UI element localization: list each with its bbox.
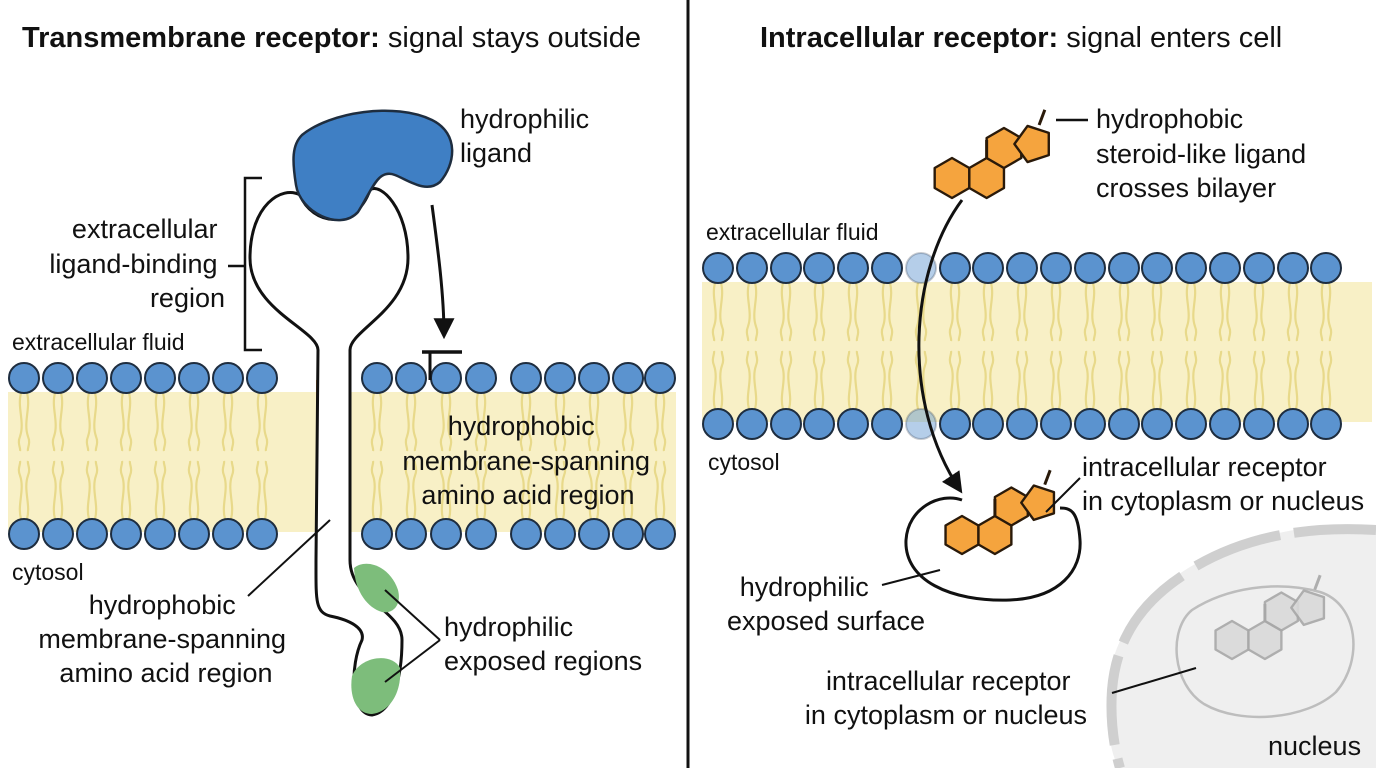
blocked-arrow — [430, 204, 455, 340]
nuclear-receptor-label: intracellular receptor in cytoplasm or n… — [805, 666, 1087, 730]
steroid-ligand-label: hydrophobic steroid-like ligand crosses … — [1096, 104, 1314, 203]
membrane-region-leader — [247, 519, 331, 597]
exposed-region-lower — [351, 658, 401, 714]
nuclear-receptor-leader — [1111, 667, 1197, 694]
cytoplasmic-receptor-label: intracellular receptor in cytoplasm or n… — [1082, 452, 1364, 516]
left-cytosol-label: cytosol — [12, 559, 84, 585]
exposed-region-upper — [354, 563, 399, 613]
nucleus — [1106, 524, 1376, 768]
membrane-region-label-right: hydrophobic membrane-spanning amino acid… — [402, 411, 657, 510]
steroid-ligand — [933, 109, 1050, 200]
crossing-arrow — [917, 199, 964, 494]
right-panel: Intracellular receptor: signal enters ce… — [702, 22, 1376, 768]
left-panel: Transmembrane receptor: signal stays out… — [8, 22, 676, 717]
binding-region-bracket — [243, 176, 262, 352]
hydrophilic-ligand — [292, 109, 454, 222]
nuclear-ligand — [1214, 574, 1326, 661]
exposed-leader-lower — [384, 639, 441, 683]
right-membrane-band — [702, 282, 1372, 422]
left-title: Transmembrane receptor: signal stays out… — [22, 22, 641, 54]
exposed-leader-upper — [384, 589, 441, 641]
nuclear-receptor — [1175, 585, 1355, 719]
right-cytosol-label: cytosol — [708, 449, 780, 475]
left-extracellular-label: extracellular fluid — [12, 329, 185, 355]
receptor-leader — [1045, 477, 1081, 513]
binding-region-label: extracellular ligand-binding region — [49, 214, 225, 313]
nucleus-label: nucleus — [1268, 731, 1361, 761]
exposed-surface-label: hydrophilic exposed surface — [727, 572, 925, 636]
left-lipid-bilayer — [8, 362, 676, 550]
hydrophilic-ligand-label: hydrophilic ligand — [460, 104, 597, 168]
right-lipid-bilayer — [702, 252, 1342, 440]
exposed-regions-label: hydrophilic exposed regions — [444, 612, 642, 676]
transmembrane-receptor — [248, 187, 410, 717]
membrane-region-label-left: hydrophobic membrane-spanning amino acid… — [38, 590, 293, 688]
right-title: Intracellular receptor: signal enters ce… — [760, 22, 1282, 54]
surface-leader — [881, 569, 941, 586]
right-extracellular-label: extracellular fluid — [706, 219, 879, 245]
